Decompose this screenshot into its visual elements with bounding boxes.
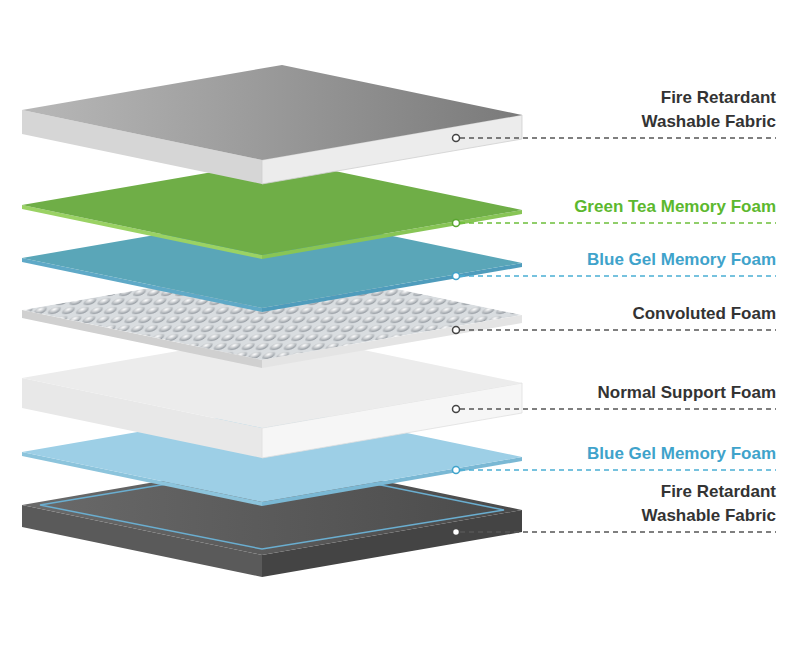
layer-label: Blue Gel Memory Foam bbox=[587, 248, 776, 272]
layer-label: Normal Support Foam bbox=[597, 381, 776, 405]
top-fabric-layer bbox=[22, 65, 522, 184]
leader-lines bbox=[460, 138, 776, 532]
layer-label: Green Tea Memory Foam bbox=[574, 195, 776, 219]
layer-label: Convoluted Foam bbox=[632, 302, 776, 326]
leader-dots bbox=[453, 135, 460, 536]
layer-label: Fire Retardant Washable Fabric bbox=[626, 480, 776, 528]
layer-label: Fire Retardant Washable Fabric bbox=[626, 86, 776, 134]
layer-label: Blue Gel Memory Foam bbox=[587, 442, 776, 466]
